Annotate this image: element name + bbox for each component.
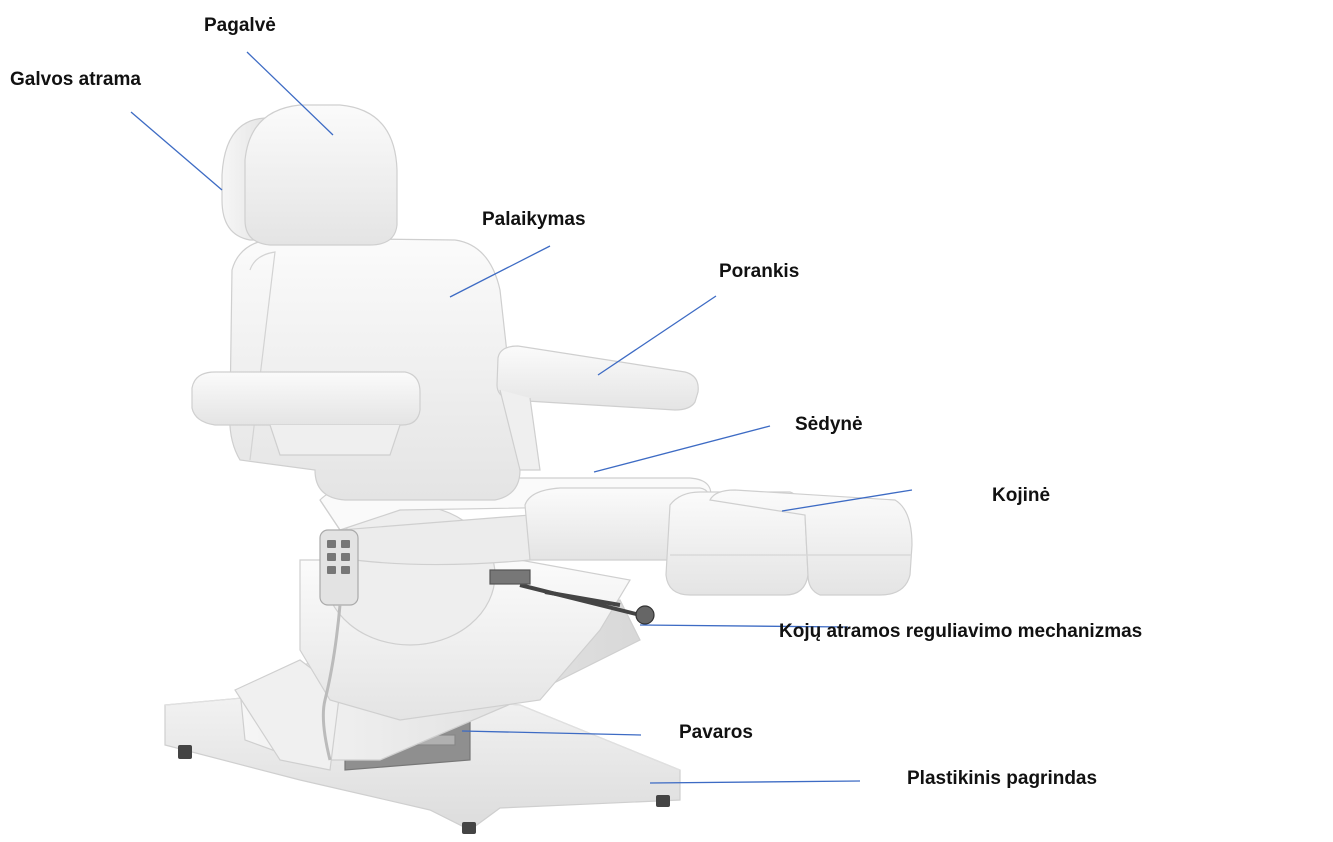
pillow: [245, 105, 397, 245]
label-pavaros: Pavaros: [679, 723, 753, 742]
label-porankis: Porankis: [719, 262, 799, 281]
leader-galvos-atrama: [131, 112, 222, 190]
leader-sedyne: [594, 426, 770, 472]
label-plastikinis-pagrindas: Plastikinis pagrindas: [907, 769, 1097, 788]
label-kojine: Kojinė: [992, 486, 1050, 505]
label-koju-atramos-reguliavimo-mechanizmas: Kojų atramos reguliavimo mechanizmas: [779, 622, 1142, 641]
label-palaikymas: Palaikymas: [482, 210, 586, 229]
leader-porankis: [598, 296, 716, 375]
label-sedyne: Sėdynė: [795, 415, 863, 434]
armrest-left: [192, 372, 420, 425]
backrest: [230, 238, 520, 500]
leader-pagrindas: [650, 781, 860, 783]
label-pagalve: Pagalvė: [204, 16, 276, 35]
label-galvos-atrama: Galvos atrama: [10, 70, 141, 89]
